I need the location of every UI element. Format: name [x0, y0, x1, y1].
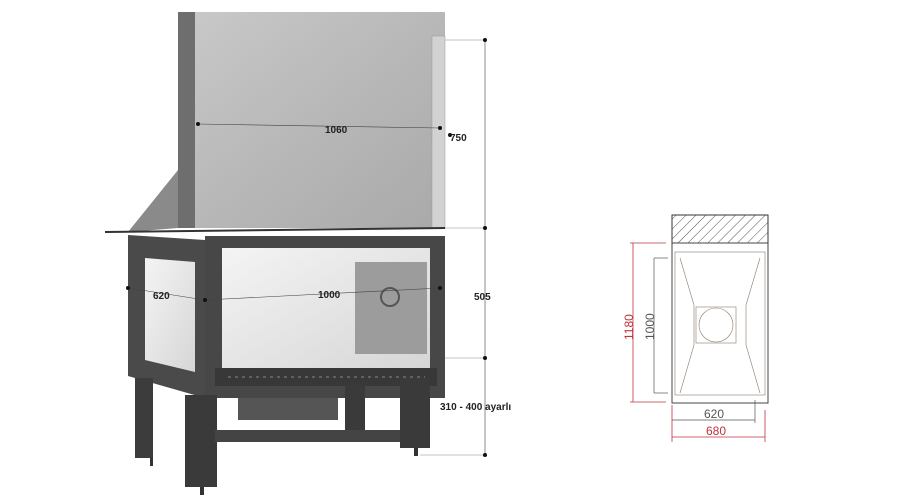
side-depth-label: 620: [153, 291, 170, 302]
hood-side-wedge: [128, 170, 178, 232]
inner-depth-label: 1000: [643, 313, 657, 340]
plan-view: 1180 1000 620 680: [622, 214, 769, 442]
width-1060-label: 1060: [325, 125, 348, 136]
inner-width-label: 620: [704, 407, 724, 421]
fireplace-render: 1060 750 620 1000 505 310 - 400 ayarlı: [104, 12, 511, 495]
hood-panel: [178, 12, 445, 228]
ash-box: [238, 398, 338, 420]
plan-outline: [671, 242, 769, 404]
hood-height-label: 750: [450, 133, 467, 144]
leg-height-label: 310 - 400 ayarlı: [440, 402, 511, 413]
firebox-height-label: 505: [474, 292, 491, 303]
firebox-width-label: 1000: [318, 290, 341, 301]
overall-depth-label: 1180: [622, 314, 636, 340]
overall-width-label: 680: [706, 424, 726, 438]
